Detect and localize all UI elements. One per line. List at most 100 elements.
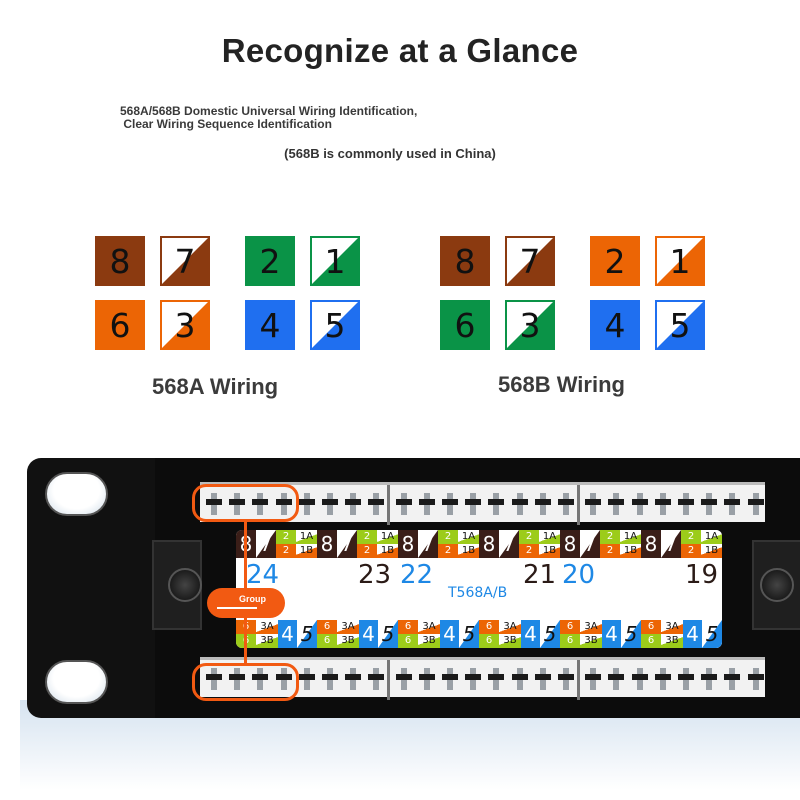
- wire-code-4: 4: [278, 620, 297, 648]
- keystone-row-bottom: [200, 657, 765, 700]
- code-text: 2: [687, 545, 695, 556]
- wire-number: 8: [109, 241, 131, 281]
- code-text: 2: [525, 531, 533, 542]
- wire-striped-5: 5: [310, 300, 360, 350]
- wire-code-7: 7: [580, 530, 600, 558]
- keystone-jack: [534, 493, 551, 519]
- code-text: 3B: [665, 635, 679, 646]
- keystone-jack: [368, 668, 385, 694]
- keystone-jack: [678, 668, 694, 694]
- code-text: 3A: [665, 621, 679, 632]
- wire-code-8: 8: [560, 530, 580, 558]
- code-text: 5: [705, 622, 719, 646]
- code-text: 1B: [542, 545, 557, 556]
- wire-code-5: 5: [297, 620, 317, 648]
- group-badge: Group: [207, 588, 285, 618]
- label-568b-wiring: 568B Wiring: [498, 372, 625, 397]
- wire-number: 1: [669, 241, 691, 281]
- keystone-jack: [252, 668, 269, 694]
- code-text: 3A: [260, 621, 274, 632]
- wire-number: 3: [174, 305, 196, 345]
- code-text: 2: [444, 545, 452, 556]
- code-text: 6: [323, 635, 331, 646]
- wire-code-strip-bottom: 663A3B45663A3B45663A3B45663A3B45663A3B45…: [236, 620, 722, 648]
- keystone-jack: [442, 668, 458, 694]
- port-number-24: 24: [246, 560, 280, 590]
- keystone-jack: [678, 493, 694, 519]
- keystone-jack: [608, 668, 625, 694]
- keystone-jack: [488, 493, 505, 519]
- keystone-jack: [631, 668, 648, 694]
- label-568a-wiring: 568A Wiring: [152, 374, 279, 399]
- keystone-jack: [275, 668, 292, 694]
- wire-code-5: 5: [459, 620, 479, 648]
- keystone-jack: [511, 493, 528, 519]
- wire-code-4: 4: [602, 620, 621, 648]
- module-divider: [387, 660, 390, 700]
- wire-code-4: 4: [683, 620, 702, 648]
- keystone-jack: [701, 668, 718, 694]
- keystone-jack: [418, 668, 435, 694]
- code-text: 6: [566, 635, 574, 646]
- keystone-jack: [252, 493, 269, 519]
- code-text: 1B: [380, 545, 395, 556]
- wire-code-7: 7: [418, 530, 438, 558]
- wire-number: 4: [604, 305, 626, 345]
- code-text: 3B: [341, 635, 355, 646]
- wire-number: 8: [454, 241, 476, 281]
- wire-code-7: 7: [337, 530, 357, 558]
- code-text: 6: [485, 635, 493, 646]
- code-text: 8: [644, 532, 658, 556]
- code-text: 3A: [584, 621, 598, 632]
- keystone-jack: [631, 493, 648, 519]
- keystone-jack: [701, 493, 718, 519]
- wire-number: 6: [109, 305, 131, 345]
- code-text: 6: [647, 621, 655, 632]
- port-number-19: 19: [685, 560, 719, 590]
- wire-solid-2: 2: [590, 236, 640, 286]
- module-divider: [577, 485, 580, 525]
- wire-code-5: 5: [621, 620, 641, 648]
- group-highlight-bottom: [192, 663, 299, 701]
- wire-striped-7: 7: [160, 236, 210, 286]
- keystone-jack: [275, 493, 292, 519]
- code-text: 3A: [341, 621, 355, 632]
- keystone-jack: [298, 493, 315, 519]
- code-text: 1A: [704, 531, 719, 542]
- screw-icon: [760, 568, 794, 602]
- wire-number: 7: [174, 241, 196, 281]
- code-text: 6: [323, 621, 331, 632]
- code-text: 8: [482, 532, 496, 556]
- china-note: (568B is commonly used in China): [284, 146, 496, 161]
- wire-number: 5: [669, 305, 691, 345]
- code-text: 3B: [503, 635, 517, 646]
- code-text: 7: [583, 532, 597, 556]
- keystone-jack: [724, 668, 741, 694]
- wire-code-8: 8: [317, 530, 337, 558]
- code-text: 2: [687, 531, 695, 542]
- code-text: 5: [543, 622, 557, 646]
- keystone-jack: [608, 493, 625, 519]
- wire-solid-2: 2: [245, 236, 295, 286]
- code-text: 2: [282, 545, 290, 556]
- wire-solid-4: 4: [590, 300, 640, 350]
- code-text: 2: [282, 531, 290, 542]
- wire-striped-3: 3: [160, 300, 210, 350]
- code-text: 5: [381, 622, 395, 646]
- wire-code-4: 4: [521, 620, 540, 648]
- keystone-jack: [534, 668, 551, 694]
- code-text: 1A: [542, 531, 557, 542]
- port-number-22: 22: [400, 560, 434, 590]
- wire-code-8: 8: [479, 530, 499, 558]
- keystone-jack: [654, 668, 671, 694]
- wire-striped-7: 7: [505, 236, 555, 286]
